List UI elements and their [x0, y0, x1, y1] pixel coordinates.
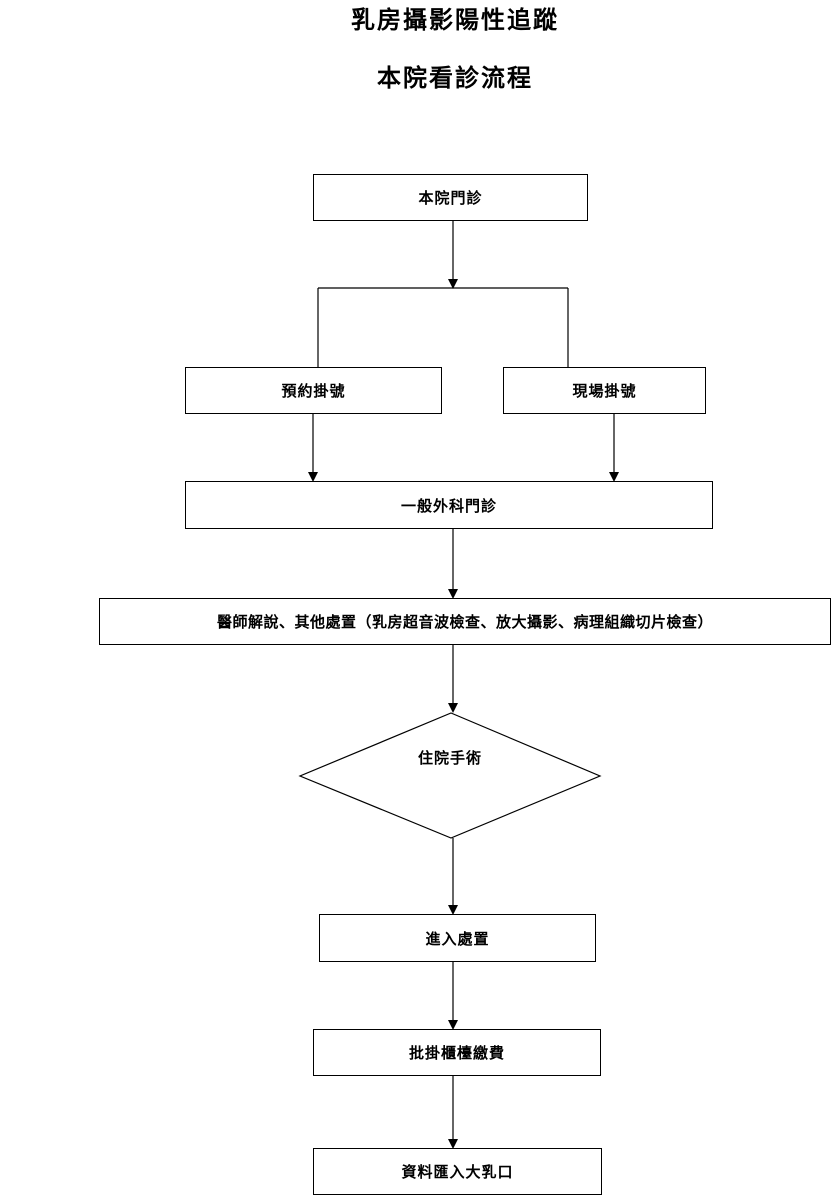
node-hospitalization-surgery: 住院手術: [417, 749, 482, 767]
node-data-import: 資料匯入大乳口: [313, 1148, 602, 1195]
node-doctor-explanation: 醫師解說、其他處置（乳房超音波檢查、放大攝影、病理組織切片檢查）: [99, 598, 831, 645]
diagram-title: 乳房攝影陽性追蹤: [351, 5, 559, 34]
node-onsite-registration: 現場掛號: [503, 367, 706, 414]
node-appointment-registration: 預約掛號: [185, 367, 442, 414]
diagram-subtitle: 本院看診流程: [377, 63, 533, 92]
node-general-surgery-clinic: 一般外科門診: [185, 481, 713, 529]
decision-diamond: [298, 712, 602, 839]
node-billing-counter: 批掛櫃檯繳費: [313, 1029, 601, 1076]
node-enter-treatment: 進入處置: [319, 914, 596, 962]
node-outpatient: 本院門診: [313, 174, 588, 221]
